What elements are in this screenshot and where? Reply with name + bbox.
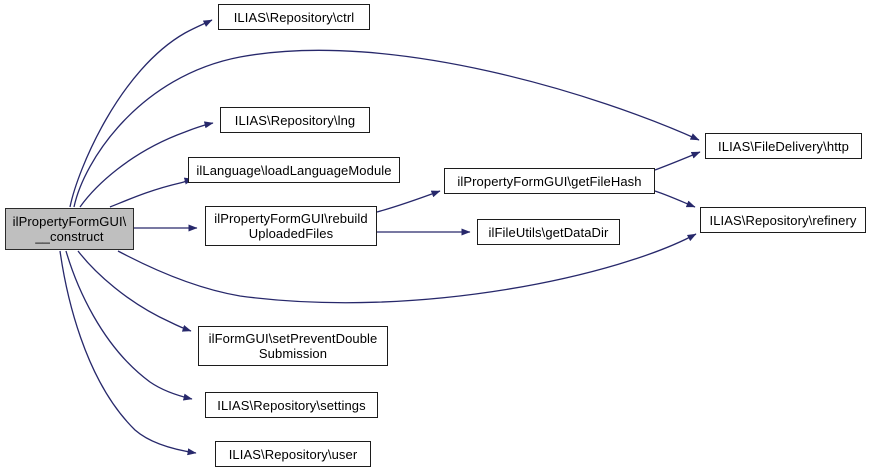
graph-node-setPreventDoubleSubmission[interactable]: ilFormGUI\setPreventDouble Submission [198,326,388,366]
graph-node-user[interactable]: ILIAS\Repository\user [215,441,371,467]
graph-node-lng[interactable]: ILIAS\Repository\lng [220,107,370,133]
graph-edge-construct-settings [65,250,193,401]
graph-edge-rebuild-getFileHash [376,190,441,213]
graph-node-label: ilPropertyFormGUI\rebuild UploadedFiles [214,211,368,241]
graph-node-loadLanguageModule[interactable]: ilLanguage\loadLanguageModule [188,157,400,183]
graph-edge-construct-lng [79,121,214,208]
graph-edge-construct-http-top [73,49,700,208]
graph-edge-construct-setPreventDoubleSubmission [77,250,192,332]
graph-node-label: ilPropertyFormGUI\getFileHash [457,173,642,189]
graph-node-getDataDir[interactable]: ilFileUtils\getDataDir [477,219,620,245]
graph-node-label: ilFormGUI\setPreventDouble Submission [208,331,378,361]
graph-node-label: ilFileUtils\getDataDir [488,224,609,240]
graph-edge-construct-user [59,250,197,456]
graph-node-label: ILIAS\Repository\ctrl [233,9,355,25]
graph-edge-construct-ctrl [69,19,213,208]
graph-node-label: ILIAS\Repository\settings [217,397,366,413]
graph-node-construct[interactable]: ilPropertyFormGUI\ __construct [5,208,134,250]
graph-node-getFileHash[interactable]: ilPropertyFormGUI\getFileHash [444,168,655,194]
graph-node-rebuildUploadedFiles[interactable]: ilPropertyFormGUI\rebuild UploadedFiles [205,206,377,246]
graph-node-label: ILIAS\Repository\user [228,446,358,462]
graph-node-label: ILIAS\FileDelivery\http [718,138,849,154]
graph-node-label: ILIAS\Repository\lng [234,112,356,128]
graph-node-http[interactable]: ILIAS\FileDelivery\http [705,133,862,159]
graph-node-refinery[interactable]: ILIAS\Repository\refinery [700,207,866,233]
graph-node-label: ILIAS\Repository\refinery [709,212,857,228]
graph-node-label: ilLanguage\loadLanguageModule [196,162,392,178]
graph-node-ctrl[interactable]: ILIAS\Repository\ctrl [218,4,370,30]
graph-edge-getFileHash-http [654,151,701,171]
graph-edge-construct-loadLanguageModule [109,177,194,208]
graph-edge-getFileHash-refinery [654,190,696,208]
graph-edge-construct-refinery-bottom [117,233,697,304]
graph-node-label: ilPropertyFormGUI\ __construct [12,214,127,244]
graph-node-settings[interactable]: ILIAS\Repository\settings [205,392,378,418]
